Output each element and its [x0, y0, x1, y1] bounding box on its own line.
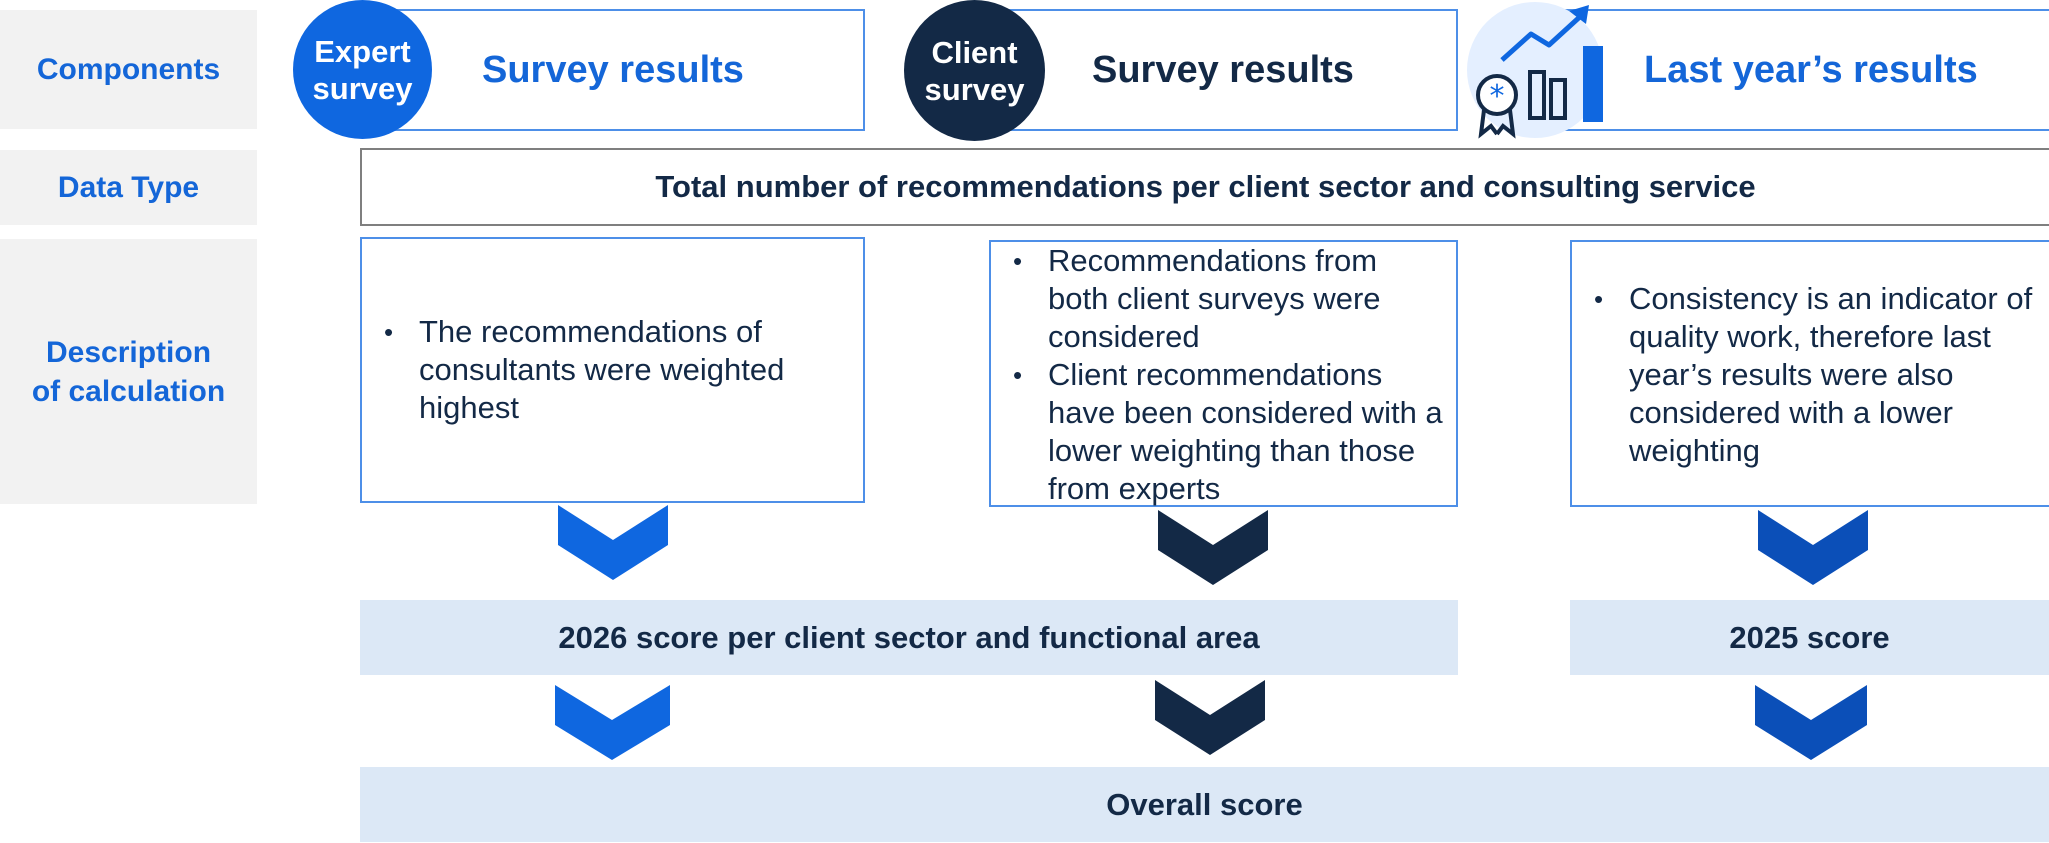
expert-survey-badge-line1: Expert — [314, 33, 411, 69]
row-label-data-type-text: Data Type — [57, 171, 200, 204]
component-client-survey-box: Survey results — [1000, 9, 1458, 131]
score-2026-band: 2026 score per client sector and functio… — [360, 600, 1458, 675]
description-bullet: Recommendations from both client surveys… — [1013, 242, 1446, 356]
description-box-last-year: Consistency is an indicator of quality w… — [1570, 240, 2049, 507]
overall-score-band: Overall score — [360, 767, 2049, 842]
chevron-down-icon — [1758, 510, 1868, 585]
description-bullet: Consistency is an indicator of quality w… — [1594, 280, 2039, 470]
client-survey-badge-line2: survey — [924, 71, 1025, 107]
data-type-text: Total number of recommendations per clie… — [655, 169, 1756, 204]
score-2025-band: 2025 score — [1570, 600, 2049, 675]
client-survey-badge-line1: Client — [931, 34, 1018, 70]
chevron-down-icon — [1755, 685, 1867, 760]
row-label-description-line1: Description — [45, 335, 212, 369]
chevron-down-icon — [558, 505, 668, 580]
chevron-down-icon — [1155, 680, 1265, 755]
svg-text:*: * — [1490, 79, 1505, 114]
chevron-down-icon — [555, 685, 670, 760]
expert-survey-badge-line2: survey — [312, 70, 413, 106]
description-list-client: Recommendations from both client surveys… — [991, 242, 1456, 508]
client-survey-badge: Client survey — [904, 0, 1045, 141]
component-last-year-title: Last year’s results — [1644, 48, 1978, 91]
row-label-components: Components — [0, 10, 257, 129]
row-label-description: Description of calculation — [0, 239, 257, 504]
component-expert-survey-box: Survey results — [380, 9, 865, 131]
description-bullet: The recommendations of consultants were … — [384, 313, 853, 427]
row-label-description-line2: of calculation — [31, 374, 226, 408]
description-box-client: Recommendations from both client surveys… — [989, 240, 1458, 507]
chevron-down-icon — [1158, 510, 1268, 585]
component-last-year-box: Last year’s results — [1560, 9, 2049, 131]
description-list-last-year: Consistency is an indicator of quality w… — [1572, 280, 2049, 470]
expert-survey-badge: Expert survey — [293, 0, 432, 139]
data-type-box: Total number of recommendations per clie… — [360, 148, 2049, 226]
description-box-expert: The recommendations of consultants were … — [360, 237, 865, 503]
description-list-expert: The recommendations of consultants were … — [362, 313, 863, 427]
score-2025-text: 2025 score — [1729, 619, 1890, 655]
overall-score-text: Overall score — [1106, 786, 1303, 822]
component-expert-survey-title: Survey results — [482, 48, 744, 91]
description-bullet: Client recommendations have been conside… — [1013, 356, 1446, 508]
row-label-components-text: Components — [36, 53, 221, 86]
component-client-survey-title: Survey results — [1092, 48, 1354, 91]
score-2026-text: 2026 score per client sector and functio… — [558, 619, 1260, 655]
award-chart-icon: * — [1465, 0, 1605, 140]
row-label-data-type: Data Type — [0, 150, 257, 225]
